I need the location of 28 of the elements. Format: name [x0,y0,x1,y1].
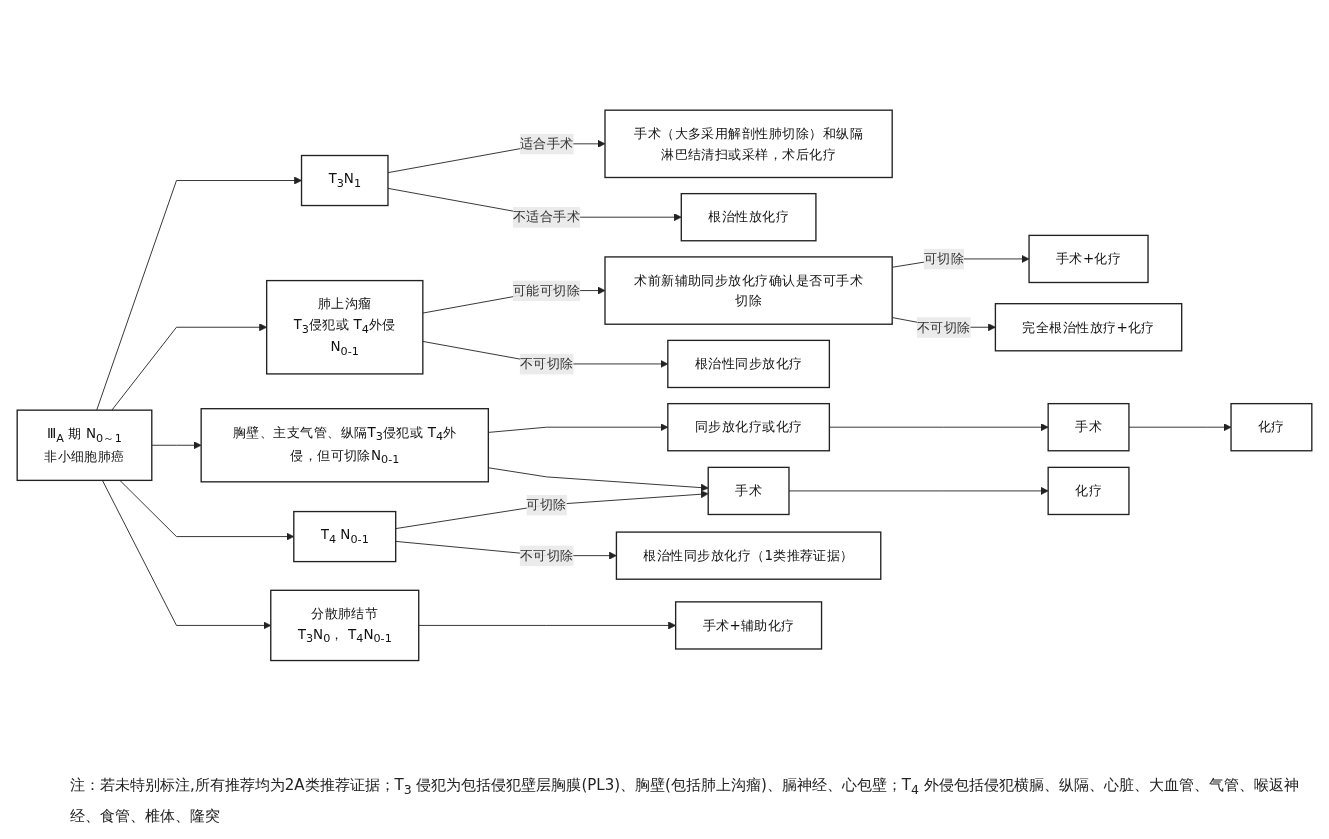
node-box: 胸壁、主支气管、纵隔T$_{3}$侵犯或 T$_{4}$外侵，但可切除N$_{0-1}$ [200,407,489,483]
node-box: 根治性放化疗 [680,192,817,242]
node-box: 完全根治性放疗+化疗 [994,302,1183,352]
node-box: 手术 [1047,402,1130,452]
edge-label: 适合手术 [519,135,574,152]
node-box: 手术（大多采用解剖性肺切除）和纵隔淋巴结清扫或采样，术后化疗 [604,109,893,178]
edge-label: 可切除 [923,250,964,267]
node-box: T$_{4}$ N$_{0-1}$ [293,510,397,562]
edge-label: 可切除 [526,496,567,513]
edge-label: 不适合手术 [513,208,581,225]
node-box: 手术+辅助化疗 [674,600,823,650]
node-box: 手术 [707,466,790,515]
node-box: Ⅲ$_{A}$ 期 N$_{0～1}$ 非小细胞肺癌 [16,409,153,481]
footnote: 注：若未特别标注,所有推荐均为2A类推荐证据；T$_{3}$ 侵犯为包括侵犯壁层胸膜(PL3)、胸壁(包括肺上沟瘤)、膈神经、心包壁；T$_{4}$ 外侵包括侵犯横膈、纵隔、心脏、大血管、气管、喉返神经、食管、椎体、隆突 [70,775,1299,827]
node-box: 根治性同步放化疗 [667,339,831,388]
node-box: 同步放化疗或化疗 [667,402,831,452]
edge-label: 不可切除 [916,318,971,335]
edge-label: 可能可切除 [513,281,581,299]
node-box: 术前新辅助同步放化疗确认是否可手术切除 [604,255,893,325]
node-box: 化疗 [1230,402,1313,452]
node-box: 根治性同步放化疗（1类推荐证据） [615,531,882,580]
node-box: 分散肺结节 T$_{3}$N$_{0}$， T$_{4}$N$_{0-1}$ [270,589,420,661]
node-box: T$_{3}$N$_{1}$ [300,154,389,206]
edge-label: 不可切除 [519,355,574,372]
node-box: 化疗 [1047,466,1130,515]
node-box: 肺上沟瘤 T$_{3}$侵犯或 T$_{4}$外侵 N$_{0-1}$ [266,279,424,375]
edge-label: 不可切除 [519,546,574,564]
node-box: 手术+化疗 [1028,234,1149,283]
